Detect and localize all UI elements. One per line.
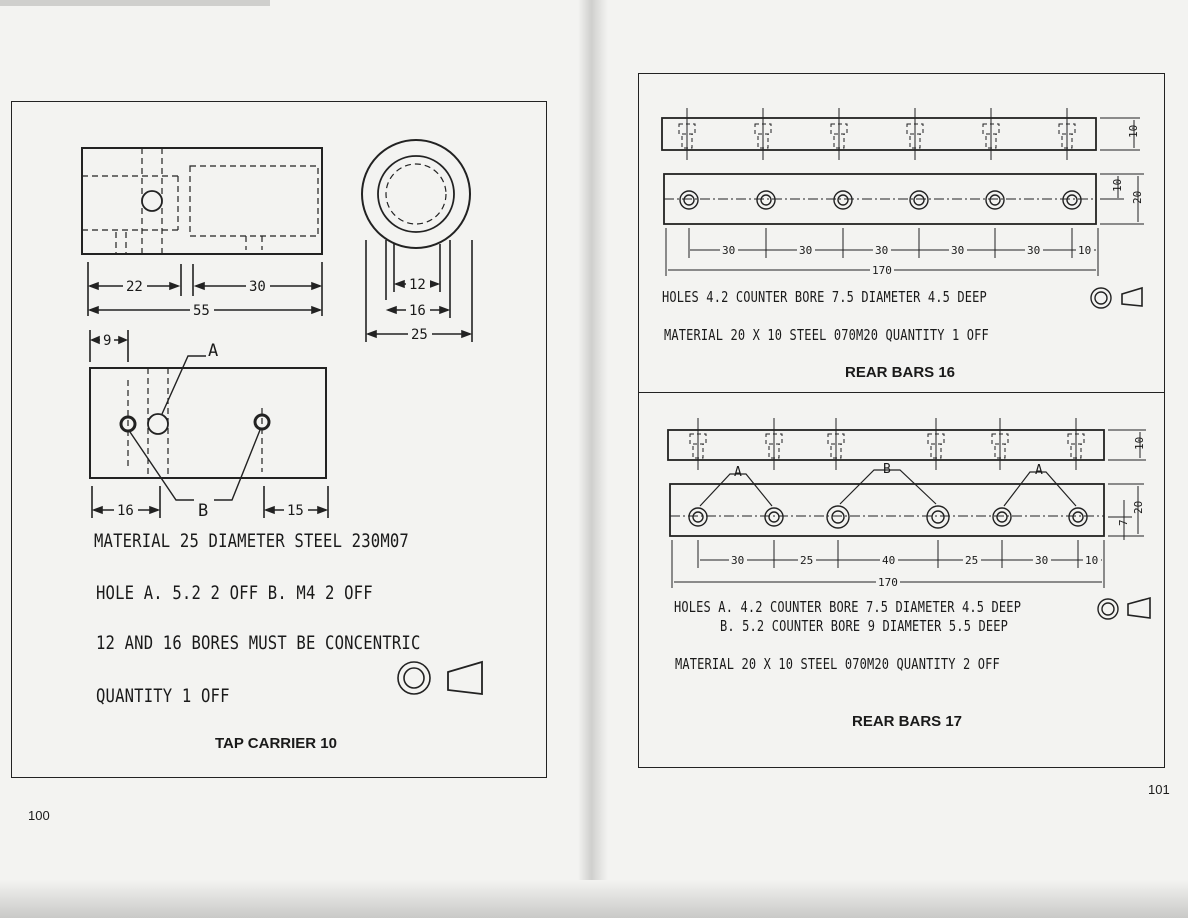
rb17-title: REAR BARS 17	[852, 713, 963, 730]
rb16-dim-1: 30	[722, 244, 735, 257]
tap-carrier-side-view	[81, 147, 323, 255]
rb17-holes-a-note: HOLES A. 4.2 COUNTER BORE 7.5 DIAMETER 4…	[674, 598, 1022, 616]
rb16-dim-v10: 10	[1111, 179, 1124, 192]
rb17-dim-6: 10	[1085, 554, 1098, 567]
dim-9: 9	[103, 333, 111, 349]
dim-25: 25	[411, 327, 428, 343]
rb16-title: REAR BARS 16	[845, 364, 956, 381]
rb16-material-note: MATERIAL 20 X 10 STEEL 070M20 QUANTITY 1…	[664, 326, 989, 344]
left-page-title: TAP CARRIER 10	[215, 735, 337, 752]
left-page-frame	[11, 101, 547, 778]
left-note-quantity: QUANTITY 1 OFF	[96, 685, 230, 707]
rb16-dim-3: 30	[875, 244, 888, 257]
dim-12: 12	[409, 277, 426, 293]
rb16-dim-5: 30	[1027, 244, 1040, 257]
tap-carrier-plan-view	[89, 367, 327, 479]
rb16-dim-v20: 20	[1131, 191, 1144, 204]
label-b: B	[198, 501, 208, 521]
dim-16-plan: 16	[117, 503, 134, 519]
left-note-concentric: 12 AND 16 BORES MUST BE CONCENTRIC	[96, 632, 421, 654]
rb17-holes-b-note: B. 5.2 COUNTER BORE 9 DIAMETER 5.5 DEEP	[720, 617, 1008, 635]
rb17-material-note: MATERIAL 20 X 10 STEEL 070M20 QUANTITY 2…	[675, 655, 1000, 673]
rb17-dim-2: 25	[800, 554, 813, 567]
rear-bars-17-side-view	[667, 429, 1105, 461]
rb17-label-a1: A	[734, 465, 742, 480]
rb17-dim-h10: 10	[1133, 437, 1146, 450]
rb17-label-a2: A	[1035, 463, 1043, 478]
rb17-dim-v20: 20	[1132, 501, 1145, 514]
rb16-dim-6: 10	[1078, 244, 1091, 257]
rear-bars-17-plan-view	[669, 483, 1105, 537]
rb16-dim-4: 30	[951, 244, 964, 257]
rb17-label-b: B	[883, 462, 891, 477]
dim-15: 15	[287, 503, 304, 519]
dim-22: 22	[126, 279, 143, 295]
rb17-dim-3: 40	[882, 554, 895, 567]
rb16-dim-h10: 10	[1127, 125, 1140, 138]
rb17-dim-v7: 7	[1117, 519, 1130, 526]
rb17-dim-5: 30	[1035, 554, 1048, 567]
rb16-dim-2: 30	[799, 244, 812, 257]
scan-shadow-top	[0, 0, 270, 6]
book-gutter	[578, 0, 608, 918]
rb17-dim-1: 30	[731, 554, 744, 567]
right-page-divider	[638, 392, 1165, 393]
rb16-dim-total: 170	[872, 264, 892, 277]
scan-shadow-bottom	[0, 880, 1188, 918]
rb17-dim-4: 25	[965, 554, 978, 567]
label-a: A	[208, 341, 218, 361]
rb17-dim-total: 170	[878, 576, 898, 589]
right-page-number: 101	[1148, 782, 1170, 797]
left-note-holes: HOLE A. 5.2 2 OFF B. M4 2 OFF	[96, 582, 373, 604]
left-page-number: 100	[28, 808, 50, 823]
rb16-holes-note: HOLES 4.2 COUNTER BORE 7.5 DIAMETER 4.5 …	[662, 288, 987, 306]
dim-55: 55	[193, 303, 210, 319]
dim-16: 16	[409, 303, 426, 319]
dim-30: 30	[249, 279, 266, 295]
rear-bars-16-side-view	[661, 117, 1097, 151]
right-page-frame	[638, 73, 1165, 768]
left-note-material: MATERIAL 25 DIAMETER STEEL 230M07	[94, 530, 409, 552]
